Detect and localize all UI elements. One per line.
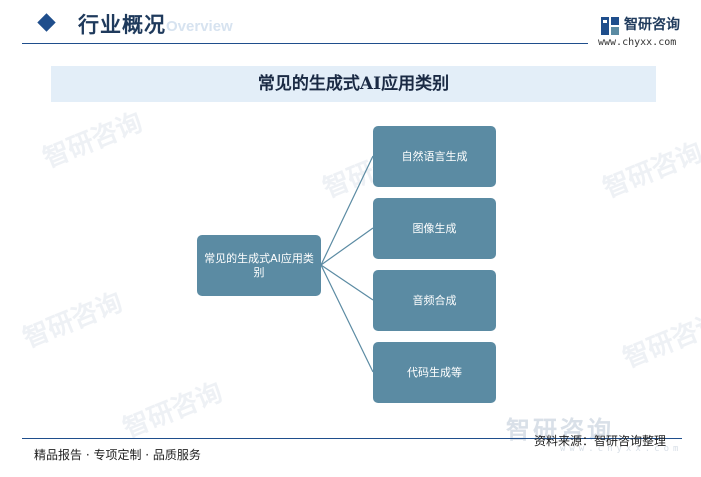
brand-logo-icon: [601, 17, 619, 35]
brand-name: 智研咨询: [624, 17, 680, 33]
header-subtitle: Overview: [166, 18, 233, 35]
connector-line: [320, 155, 374, 266]
connector-line: [320, 264, 374, 301]
leaf-node-label: 音频合成: [412, 293, 457, 307]
header-divider: [22, 43, 588, 44]
leaf-node: 自然语言生成: [373, 126, 496, 187]
brand-url: www.chyxx.com: [598, 37, 677, 48]
diagram-title: 常见的生成式AI应用类别: [257, 74, 450, 94]
leaf-node: 音频合成: [373, 270, 496, 331]
leaf-node: 图像生成: [373, 198, 496, 259]
page-title: 行业概况: [78, 13, 166, 37]
footer-slogan: 精品报告 · 专项定制 · 品质服务: [34, 448, 201, 462]
title-band: 常见的生成式AI应用类别: [51, 66, 656, 102]
footer-divider: [22, 438, 682, 439]
root-node: 常见的生成式AI应用类别: [197, 235, 321, 296]
leaf-node-label: 图像生成: [412, 221, 457, 235]
leaf-node: 代码生成等: [373, 342, 496, 403]
leaf-node-label: 自然语言生成: [401, 149, 468, 163]
footer-watermark-url: www.chyxx.com: [560, 444, 683, 454]
connector-line: [320, 264, 374, 373]
footer-watermark: 智研咨询: [506, 416, 614, 444]
connector-line: [320, 227, 374, 266]
footer-source: 资料来源：智研咨询整理: [534, 434, 667, 448]
root-node-label: 常见的生成式AI应用类别: [204, 251, 314, 279]
leaf-node-label: 代码生成等: [407, 365, 462, 379]
